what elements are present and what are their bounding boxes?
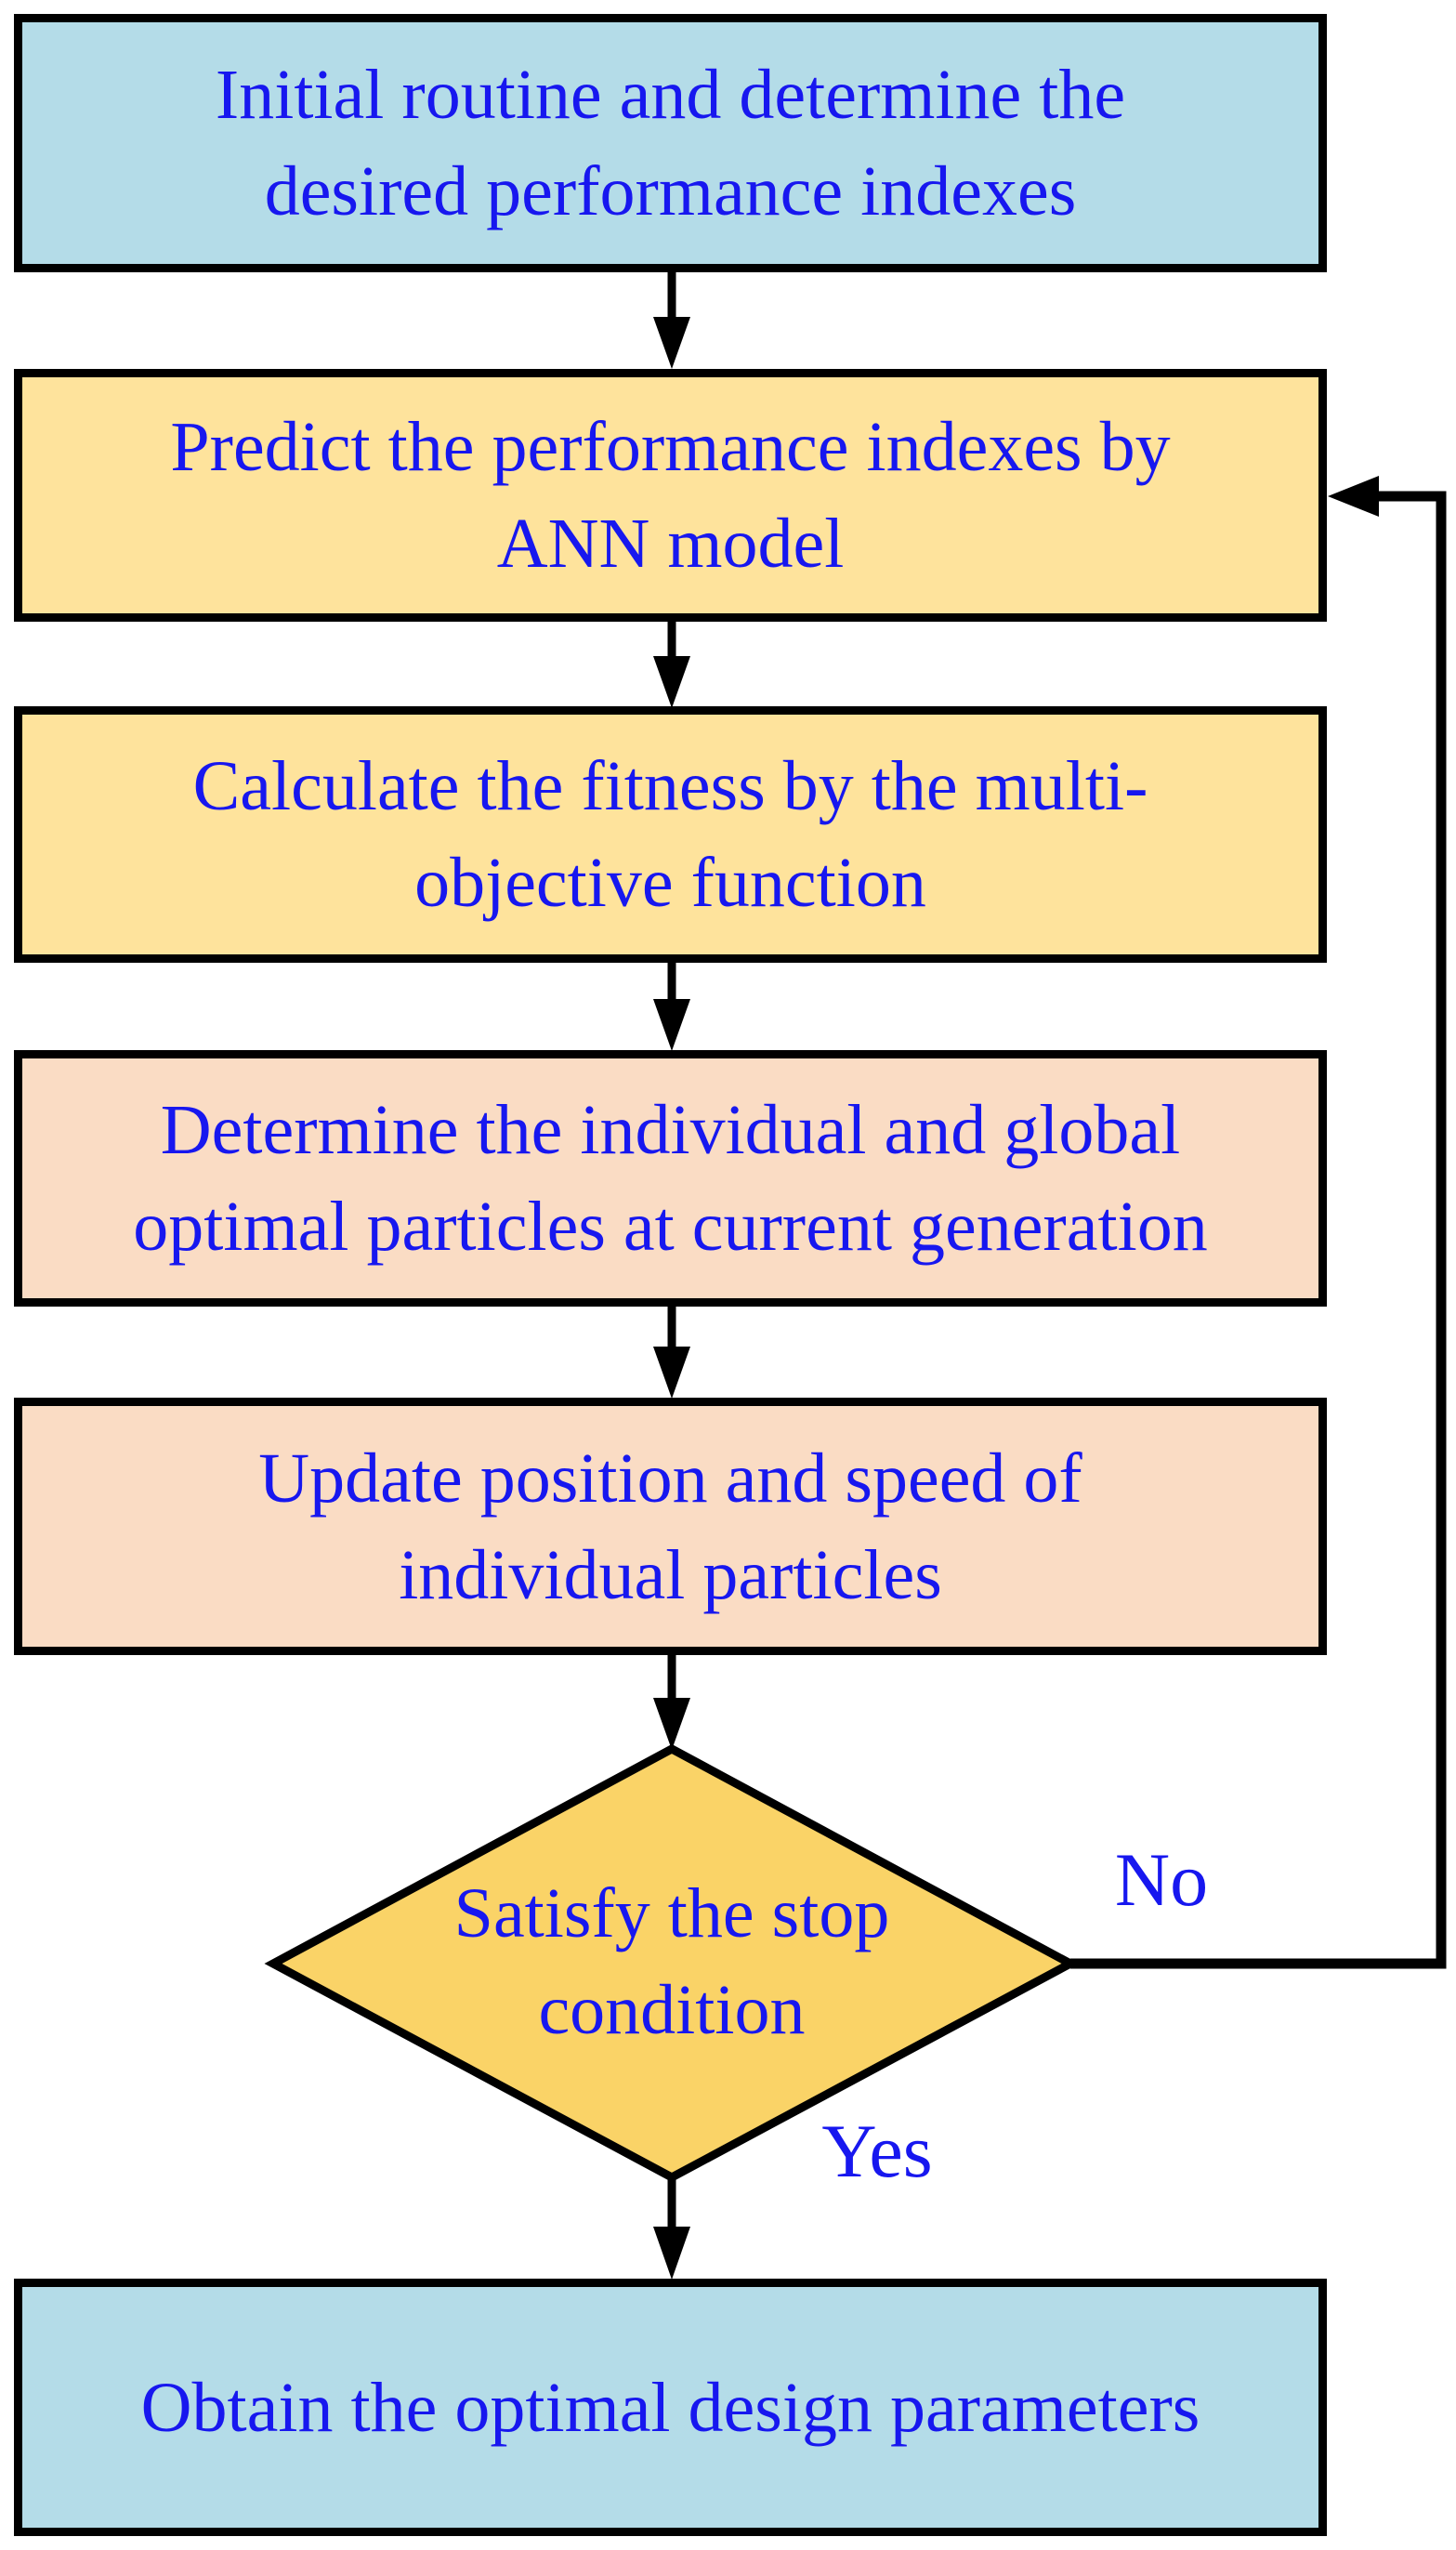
node-predict-ann: Predict the performance indexes by ANN m… xyxy=(14,369,1327,622)
node-text-line: Update position and speed of xyxy=(258,1439,1082,1518)
arrow-update-to-decision-head xyxy=(653,1698,690,1750)
node-determine-optimal-particles: Determine the individual and global opti… xyxy=(14,1050,1327,1307)
node-text-line: Obtain the optimal design parameters xyxy=(140,2368,1200,2447)
node-obtain-optimal-parameters: Obtain the optimal design parameters xyxy=(14,2279,1327,2536)
node-text-line: Initial routine and determine the xyxy=(215,56,1126,134)
node-calculate-fitness: Calculate the fitness by the multi- obje… xyxy=(14,706,1327,963)
arrow-predict-to-fitness-head xyxy=(653,656,690,708)
arrow-initial-to-predict-head xyxy=(653,317,690,369)
no-feedback-line xyxy=(1070,491,1447,1969)
arrow-decision-to-obtain-head xyxy=(653,2227,690,2280)
arrow-determine-to-update-head xyxy=(653,1347,690,1399)
node-decision-stop-condition: Satisfy the stop condition xyxy=(347,1865,997,2058)
no-feedback-arrowhead xyxy=(1328,476,1379,517)
node-initial-routine: Initial routine and determine the desire… xyxy=(14,14,1327,272)
node-text-line: Calculate the fitness by the multi- xyxy=(192,747,1148,825)
node-text-line: individual particles xyxy=(399,1535,942,1614)
node-text-line: objective function xyxy=(414,844,926,922)
node-text-line: Determine the individual and global xyxy=(160,1091,1181,1169)
decision-diamond-shape xyxy=(264,1743,1080,2183)
edge-label-no: No xyxy=(1114,1837,1209,1922)
node-text-line: desired performance indexes xyxy=(264,152,1077,230)
node-text-line: optimal particles at current generation xyxy=(133,1188,1208,1266)
arrow-fitness-to-determine-head xyxy=(653,999,690,1051)
node-text-line: condition xyxy=(538,1971,806,2049)
node-text-line: Predict the performance indexes by xyxy=(170,408,1171,486)
node-update-position-speed: Update position and speed of individual … xyxy=(14,1398,1327,1655)
node-text-line: Satisfy the stop xyxy=(453,1874,890,1952)
edge-label-yes: Yes xyxy=(821,2109,933,2193)
node-text-line: ANN model xyxy=(496,505,845,583)
flow-arrows xyxy=(653,269,690,2280)
